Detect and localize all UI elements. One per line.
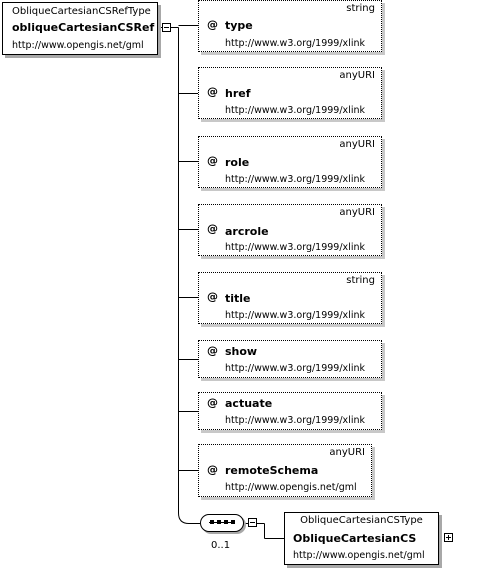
root-element-box[interactable]: ObliqueCartesianCSRefType obliqueCartesi… bbox=[2, 2, 158, 55]
attribute-namespace: http://www.w3.org/1999/xlink bbox=[225, 38, 365, 49]
attribute-namespace: http://www.opengis.net/gml bbox=[225, 482, 357, 493]
attribute-name: title bbox=[225, 292, 251, 305]
attribute-name: arcrole bbox=[225, 225, 269, 238]
attribute-type[interactable]: string @ type http://www.w3.org/1999/xli… bbox=[198, 0, 382, 52]
attribute-namespace: http://www.w3.org/1999/xlink bbox=[225, 310, 365, 321]
child-expand-toggle[interactable] bbox=[444, 533, 453, 542]
attribute-title-datatype: string bbox=[346, 275, 375, 286]
attribute-role[interactable]: anyURI @ role http://www.w3.org/1999/xli… bbox=[198, 136, 382, 188]
attribute-namespace: http://www.w3.org/1999/xlink bbox=[225, 242, 365, 253]
attribute-href[interactable]: anyURI @ href http://www.w3.org/1999/xli… bbox=[198, 67, 382, 119]
sequence-dot bbox=[210, 520, 214, 524]
child-namespace: http://www.opengis.net/gml bbox=[293, 550, 425, 561]
attribute-namespace: http://www.w3.org/1999/xlink bbox=[225, 415, 365, 426]
root-collapse-toggle[interactable] bbox=[162, 23, 171, 32]
attribute-namespace: http://www.w3.org/1999/xlink bbox=[225, 363, 365, 374]
plus-box-vertical bbox=[448, 535, 449, 540]
attribute-namespace: http://www.w3.org/1999/xlink bbox=[225, 105, 365, 116]
attribute-name: href bbox=[225, 87, 251, 100]
attribute-at-icon: @ bbox=[207, 85, 218, 98]
attribute-name: role bbox=[225, 156, 250, 169]
attribute-at-icon: @ bbox=[207, 463, 218, 476]
sequence-collapse-toggle[interactable] bbox=[248, 518, 257, 527]
connector-branch-sequence bbox=[178, 512, 200, 524]
attribute-name: remoteSchema bbox=[225, 464, 319, 477]
sequence-occurrence: 0..1 bbox=[211, 540, 231, 551]
attribute-namespace: http://www.w3.org/1999/xlink bbox=[225, 174, 365, 185]
sequence-dot bbox=[217, 520, 221, 524]
attribute-remoteSchema-datatype: anyURI bbox=[329, 447, 365, 458]
child-element-box[interactable]: ObliqueCartesianCSType ObliqueCartesianC… bbox=[284, 512, 439, 565]
sequence-dot bbox=[231, 520, 235, 524]
attribute-at-icon: @ bbox=[207, 396, 218, 409]
sequence-dot bbox=[224, 520, 228, 524]
attribute-arcrole-datatype: anyURI bbox=[339, 207, 375, 218]
minus-box-icon bbox=[164, 27, 169, 28]
attribute-at-icon: @ bbox=[207, 18, 218, 31]
attribute-arcrole[interactable]: anyURI @ arcrole http://www.w3.org/1999/… bbox=[198, 204, 382, 256]
attribute-at-icon: @ bbox=[207, 290, 218, 303]
child-element-name: ObliqueCartesianCS bbox=[293, 532, 417, 545]
attribute-name: actuate bbox=[225, 397, 273, 410]
attribute-href-datatype: anyURI bbox=[339, 70, 375, 81]
attribute-actuate[interactable]: @ actuate http://www.w3.org/1999/xlink bbox=[198, 392, 382, 430]
root-type-label: ObliqueCartesianCSRefType bbox=[12, 6, 151, 17]
minus-box-icon bbox=[250, 522, 255, 523]
attribute-type-datatype: string bbox=[346, 3, 375, 14]
attribute-at-icon: @ bbox=[207, 222, 218, 235]
attribute-role-datatype: anyURI bbox=[339, 139, 375, 150]
attribute-show[interactable]: @ show http://www.w3.org/1999/xlink bbox=[198, 340, 382, 378]
attribute-at-icon: @ bbox=[207, 344, 218, 357]
sequence-compositor[interactable] bbox=[200, 514, 244, 532]
attribute-name: type bbox=[225, 19, 253, 32]
sequence-compositor-icon bbox=[209, 522, 235, 523]
root-element-name: obliqueCartesianCSRef bbox=[12, 21, 155, 34]
attribute-title[interactable]: string @ title http://www.w3.org/1999/xl… bbox=[198, 272, 382, 324]
child-type-label: ObliqueCartesianCSType bbox=[300, 515, 423, 526]
root-namespace: http://www.opengis.net/gml bbox=[12, 40, 144, 51]
attribute-at-icon: @ bbox=[207, 154, 218, 167]
attribute-remoteSchema[interactable]: anyURI @ remoteSchema http://www.opengis… bbox=[198, 444, 372, 497]
attribute-name: show bbox=[225, 345, 258, 358]
